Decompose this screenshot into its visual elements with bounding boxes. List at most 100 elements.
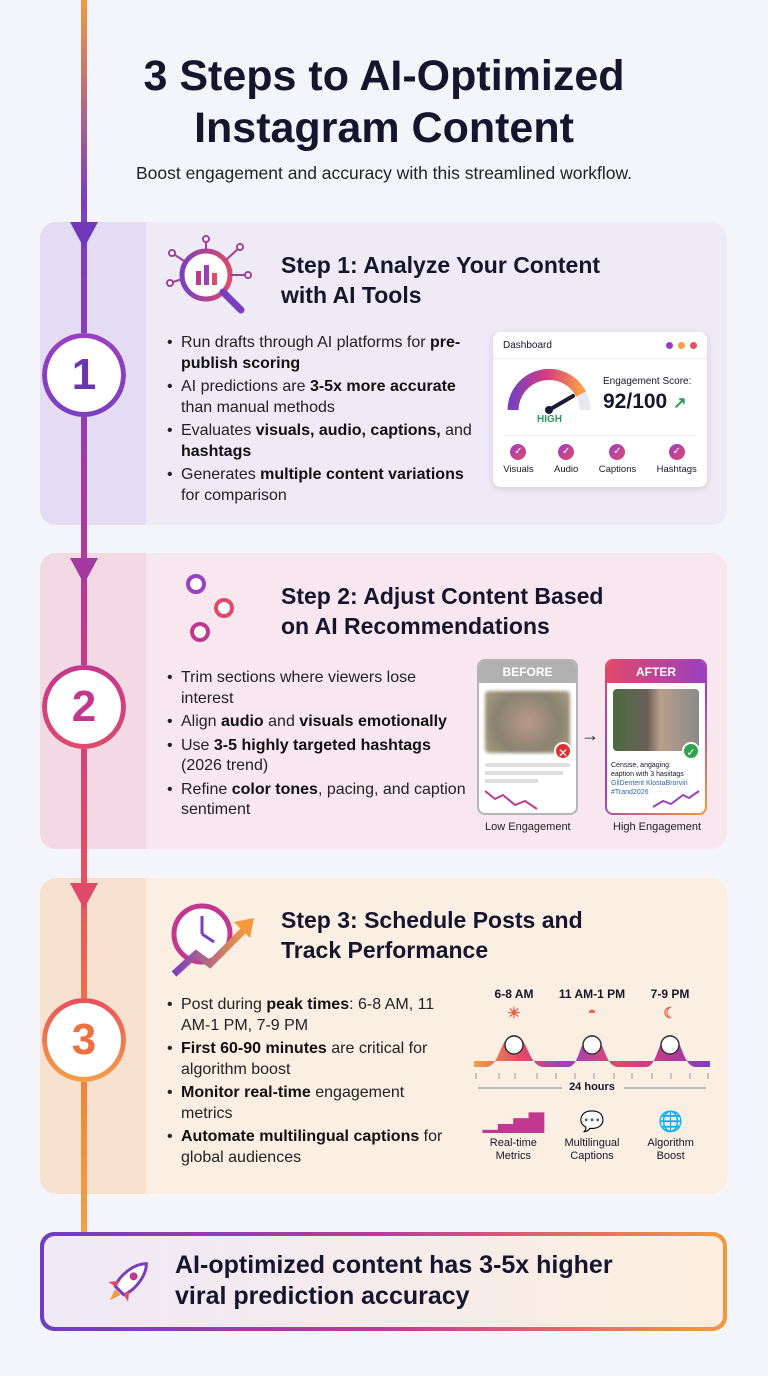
check-icon: ✓ [510, 444, 527, 460]
bullet-text: Run drafts through AI platforms for [181, 334, 431, 351]
before-card: BEFORE [477, 659, 578, 815]
before-footer: Low Engagement [485, 821, 571, 833]
bullet-text: pre-publish scoring [181, 334, 461, 372]
bullet-text: multiple content variations [260, 466, 464, 483]
bullet-text: Trim sections where viewers lose interes… [181, 669, 417, 707]
bullet-text: Align [181, 713, 222, 730]
bullet-item: Use 3-5 highly targeted hashtags (2026 t… [166, 736, 466, 777]
step-number-3: 3 [42, 998, 126, 1082]
bullet-item: Generates multiple content variations fo… [166, 465, 476, 506]
x-icon: ✕ [554, 742, 572, 760]
bullet-text: 3-5x more accurate [309, 378, 456, 395]
after-footer: High Engagement [613, 821, 702, 833]
bullet-text: and [263, 713, 300, 730]
score-label: Engagement Score: [603, 376, 692, 387]
engagement-dashboard: Dashboard HIGH Engagement Score: 92/100 … [493, 332, 707, 487]
bullet-item: Automate multilingual captions for globa… [166, 1127, 456, 1168]
bullet-item: Align audio and visuals emotionally [166, 712, 466, 733]
before-label: BEFORE [479, 661, 576, 683]
bullet-item: Evaluates visuals, audio, captions, and … [166, 421, 476, 462]
window-dot [666, 342, 673, 349]
bar-chart-icon: ▁▃▅▇ [482, 1111, 545, 1133]
bullet-text: than manual methods [181, 398, 335, 416]
check-label: Visuals [503, 464, 534, 475]
bullet-text: Post during [181, 996, 267, 1013]
bullet-text: for global audiences [181, 1128, 443, 1166]
arrow-down-icon [70, 222, 98, 248]
peak-times-chart: 6-8 AM☀11 AM-1 PM◓7-9 PM☾ 24 hours ▁▃▅▇R… [474, 985, 710, 1185]
bullet-text: and [440, 422, 472, 439]
bullet-text: 3-5 highly targeted hashtags [213, 736, 431, 754]
peak-time: 6-8 AM☀ [469, 987, 559, 1022]
trend-down-icon [484, 790, 538, 810]
check-label: Hashtags [656, 464, 697, 475]
arrow-right-icon: → [581, 725, 599, 745]
rocket-icon [108, 1262, 148, 1302]
peak-time: 7-9 PM☾ [625, 987, 715, 1022]
check-item: ✓ Hashtags [657, 444, 697, 475]
ai-analysis-magnifier-icon [166, 235, 252, 314]
bullet-text: visuals emotionally [299, 713, 447, 730]
step-3-bullets: Post during peak times: 6-8 AM, 11 AM-1 … [166, 995, 456, 1171]
bullet-item: Trim sections where viewers lose interes… [166, 668, 466, 709]
summary-banner [40, 1232, 727, 1331]
blurred-photo [485, 691, 570, 753]
check-icon: ✓ [609, 444, 626, 460]
bullet-item: AI predictions are 3-5x more accurate th… [166, 377, 476, 418]
bullet-text: Refine [181, 780, 232, 798]
sunrise-icon: ☀ [507, 1005, 521, 1022]
check-icon: ✓ [668, 444, 685, 460]
check-item: ✓ Captions [598, 444, 637, 475]
bullet-text: are critical for algorithm boost [181, 1040, 428, 1078]
bullet-text: AI predictions are [181, 378, 310, 395]
bullet-item: Monitor real-time engagement metrics [166, 1083, 456, 1124]
bullet-text: audio [221, 713, 264, 730]
bullet-item: First 60-90 minutes are critical for alg… [166, 1039, 456, 1080]
portrait-photo [613, 689, 699, 751]
trend-up-icon [652, 790, 700, 808]
peak-curve [474, 1035, 710, 1089]
window-dot [690, 342, 697, 349]
bullet-text: peak times [266, 996, 350, 1013]
clock-growth-icon [171, 903, 254, 977]
window-dot [678, 342, 685, 349]
bullet-text: (2026 trend) [181, 757, 269, 774]
check-icon: ✓ [558, 444, 575, 460]
bullet-text: , pacing, and caption sentiment [181, 780, 466, 819]
bullet-text: Automate multilingual captions [181, 1128, 420, 1145]
gauge-label: HIGH [537, 414, 562, 425]
bullet-text: : 6-8 AM, 11 AM-1 PM, 7-9 PM [181, 996, 435, 1034]
step-number-2: 2 [42, 665, 126, 749]
bullet-item: Post during peak times: 6-8 AM, 11 AM-1 … [166, 995, 456, 1036]
arrow-down-icon [70, 883, 98, 909]
bullet-item: Run drafts through AI platforms for pre-… [166, 333, 476, 374]
page-subtitle: Boost engagement and accuracy with this … [135, 163, 633, 183]
check-item: ✓Audio [554, 444, 578, 475]
meal-icon: ◓ [587, 1004, 597, 1021]
moon-icon: ☾ [663, 1005, 677, 1022]
bullet-text: for comparison [181, 486, 287, 504]
bullet-text: Evaluates [181, 422, 256, 439]
trend-up-icon: ↗ [673, 395, 687, 412]
after-label: AFTER [607, 661, 705, 683]
step-number-1: 1 [42, 333, 126, 417]
check-label: Captions [598, 464, 637, 475]
bullet-text: Generates [181, 466, 261, 483]
engagement-gauge [507, 368, 591, 414]
step-1-bullets: Run drafts through AI platforms for pre-… [166, 333, 476, 509]
globe-icon: 🌐 [658, 1111, 684, 1133]
peak-time: 11 AM-1 PM◓ [547, 987, 637, 1021]
axis-label: 24 hours [569, 1081, 615, 1093]
bullet-text: color tones [231, 780, 318, 798]
step-2-bullets: Trim sections where viewers lose interes… [166, 668, 466, 824]
